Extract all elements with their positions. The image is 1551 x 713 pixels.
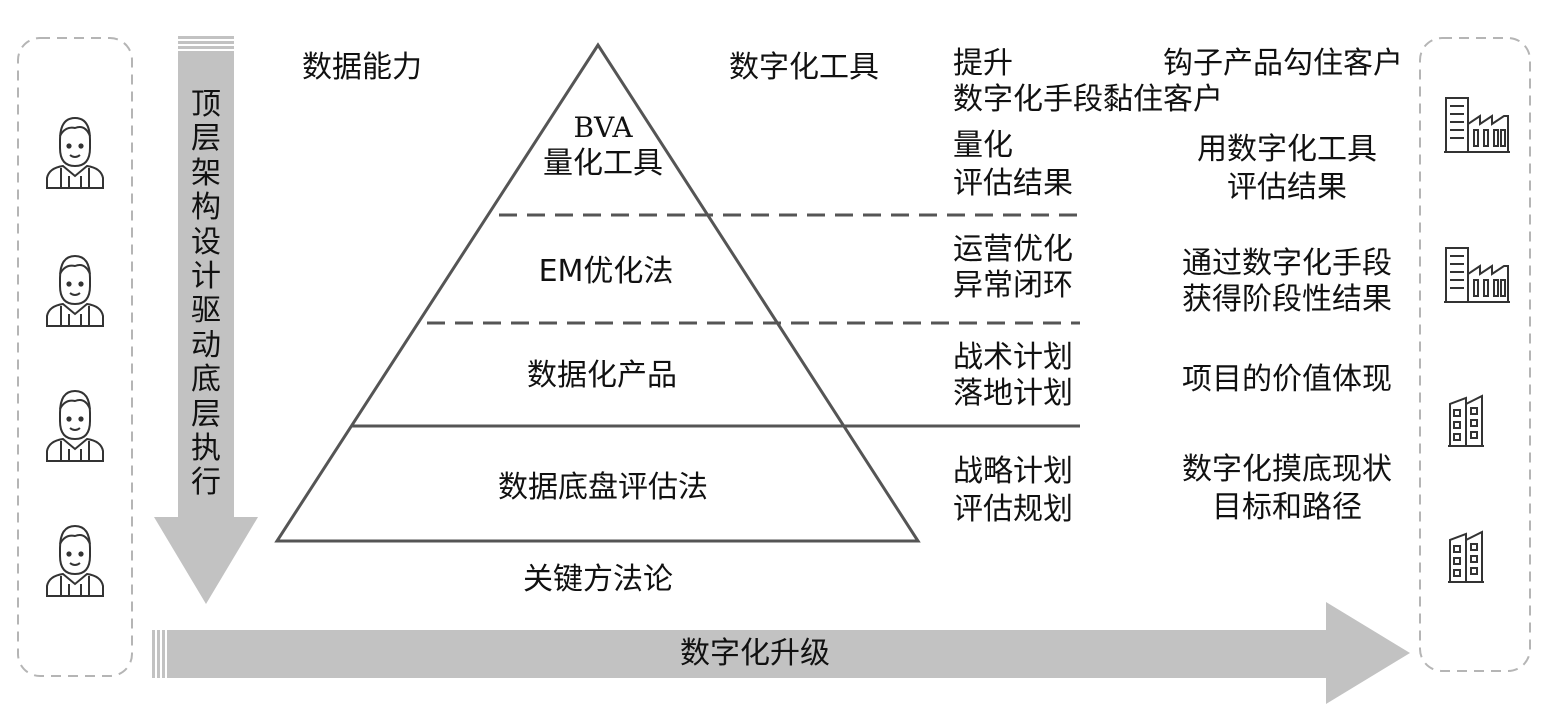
right-panel <box>1419 37 1531 672</box>
header-sticky: 数字化手段黏住客户 <box>953 82 1223 117</box>
row-1-action-line1: 量化 <box>953 128 1013 163</box>
pyramid-top-label: 数据能力 <box>302 50 422 85</box>
right-arrow <box>152 602 1410 704</box>
row-1-action-line2: 评估结果 <box>953 166 1073 201</box>
row-2-action-line2: 异常闭环 <box>953 268 1073 303</box>
left-arrow-label-char: 动 <box>191 327 221 363</box>
left-arrow-label-char: 架 <box>191 155 221 191</box>
factory-icon <box>1444 247 1510 303</box>
factory-icon <box>1444 97 1510 153</box>
row-2-action-line1: 运营优化 <box>953 232 1073 267</box>
tier-2-label: EM优化法 <box>538 254 674 289</box>
left-arrow-label-char: 层 <box>191 396 221 432</box>
header-tools: 数字化工具 <box>729 50 879 85</box>
person-icon <box>46 116 104 189</box>
row-3-action-line1: 战术计划 <box>953 340 1073 375</box>
person-icon <box>46 254 104 327</box>
building-icon <box>1448 530 1484 583</box>
row-4-action-line2: 评估规划 <box>953 492 1073 527</box>
left-arrow-label-char: 构 <box>191 190 221 226</box>
tier-3-label: 数据化产品 <box>527 358 677 393</box>
header-lift: 提升 <box>953 46 1013 81</box>
left-arrow-label-char: 设 <box>191 224 221 260</box>
row-3-result-line1: 项目的价值体现 <box>1182 362 1392 397</box>
left-panel <box>17 37 133 677</box>
header-hook: 钩子产品勾住客户 <box>1163 46 1403 81</box>
tier-1-line2: 量化工具 <box>543 146 663 181</box>
row-4-action-line1: 战略计划 <box>953 454 1073 489</box>
row-1-result-line2: 评估结果 <box>1227 170 1347 205</box>
left-arrow-label-char: 行 <box>191 465 221 501</box>
pyramid <box>274 42 1080 543</box>
person-icon <box>46 389 104 462</box>
tier-1-line1: BVA <box>573 111 633 144</box>
row-2-result-line2: 获得阶段性结果 <box>1182 282 1392 317</box>
row-3-action-line2: 落地计划 <box>953 376 1073 411</box>
row-4-result-line2: 目标和路径 <box>1212 490 1362 525</box>
building-icon <box>1448 394 1484 447</box>
down-arrow <box>154 36 258 604</box>
left-arrow-label: 顶层架构设计驱动底层执行 <box>186 87 226 501</box>
row-2-result-line1: 通过数字化手段 <box>1182 246 1392 281</box>
row-1-result-line1: 用数字化工具 <box>1197 132 1377 167</box>
left-arrow-label-char: 顶 <box>191 87 221 122</box>
left-arrow-label-char: 驱 <box>191 293 221 329</box>
left-arrow-label-char: 层 <box>191 121 221 157</box>
tier-4-label: 数据底盘评估法 <box>498 470 708 505</box>
left-arrow-label-char: 执 <box>191 431 221 467</box>
bottom-arrow-label: 数字化升级 <box>680 636 830 671</box>
left-arrow-label-char: 计 <box>191 259 221 295</box>
left-arrow-label-char: 底 <box>191 362 221 398</box>
pyramid-bottom-label: 关键方法论 <box>523 562 673 597</box>
row-4-result-line1: 数字化摸底现状 <box>1182 452 1392 487</box>
person-icon <box>46 524 104 597</box>
